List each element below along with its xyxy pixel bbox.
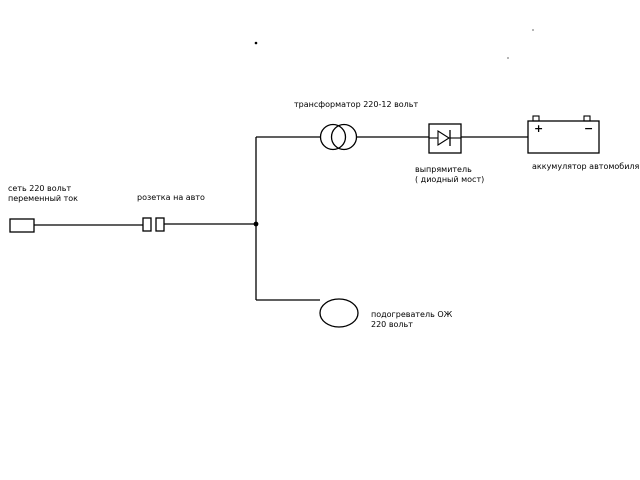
transformer-primary-coil <box>319 123 347 151</box>
socket-right-half <box>155 217 165 232</box>
battery-terminal-negative <box>583 115 591 122</box>
transformer-label: трансформатор 220-12 вольт <box>294 100 419 109</box>
diode-icon <box>437 129 451 147</box>
stray-dot <box>507 57 509 59</box>
mains-plug <box>9 218 35 233</box>
battery-label: аккумулятор автомобиля <box>532 162 640 171</box>
socket-label: розетка на авто <box>137 193 205 202</box>
battery-terminal-positive <box>532 115 540 122</box>
heater-label-line1: подогреватель ОЖ <box>371 310 453 319</box>
coolant-heater <box>319 298 359 328</box>
socket-left-half <box>142 217 152 232</box>
rectifier-label-line1: выпрямитель <box>415 165 472 174</box>
transformer-secondary-coil <box>330 123 358 151</box>
mains-label-line1: сеть 220 вольт <box>8 184 72 193</box>
rectifier-label-line2: ( диодный мост) <box>415 175 485 184</box>
battery-positive-sign: + <box>534 122 543 135</box>
heater-label-line2: 220 вольт <box>371 320 413 329</box>
stray-dot <box>532 29 534 31</box>
battery-body <box>527 120 600 154</box>
battery-negative-sign: − <box>584 122 593 135</box>
stray-dot <box>254 41 258 45</box>
mains-label-line2: переменный ток <box>8 194 79 203</box>
